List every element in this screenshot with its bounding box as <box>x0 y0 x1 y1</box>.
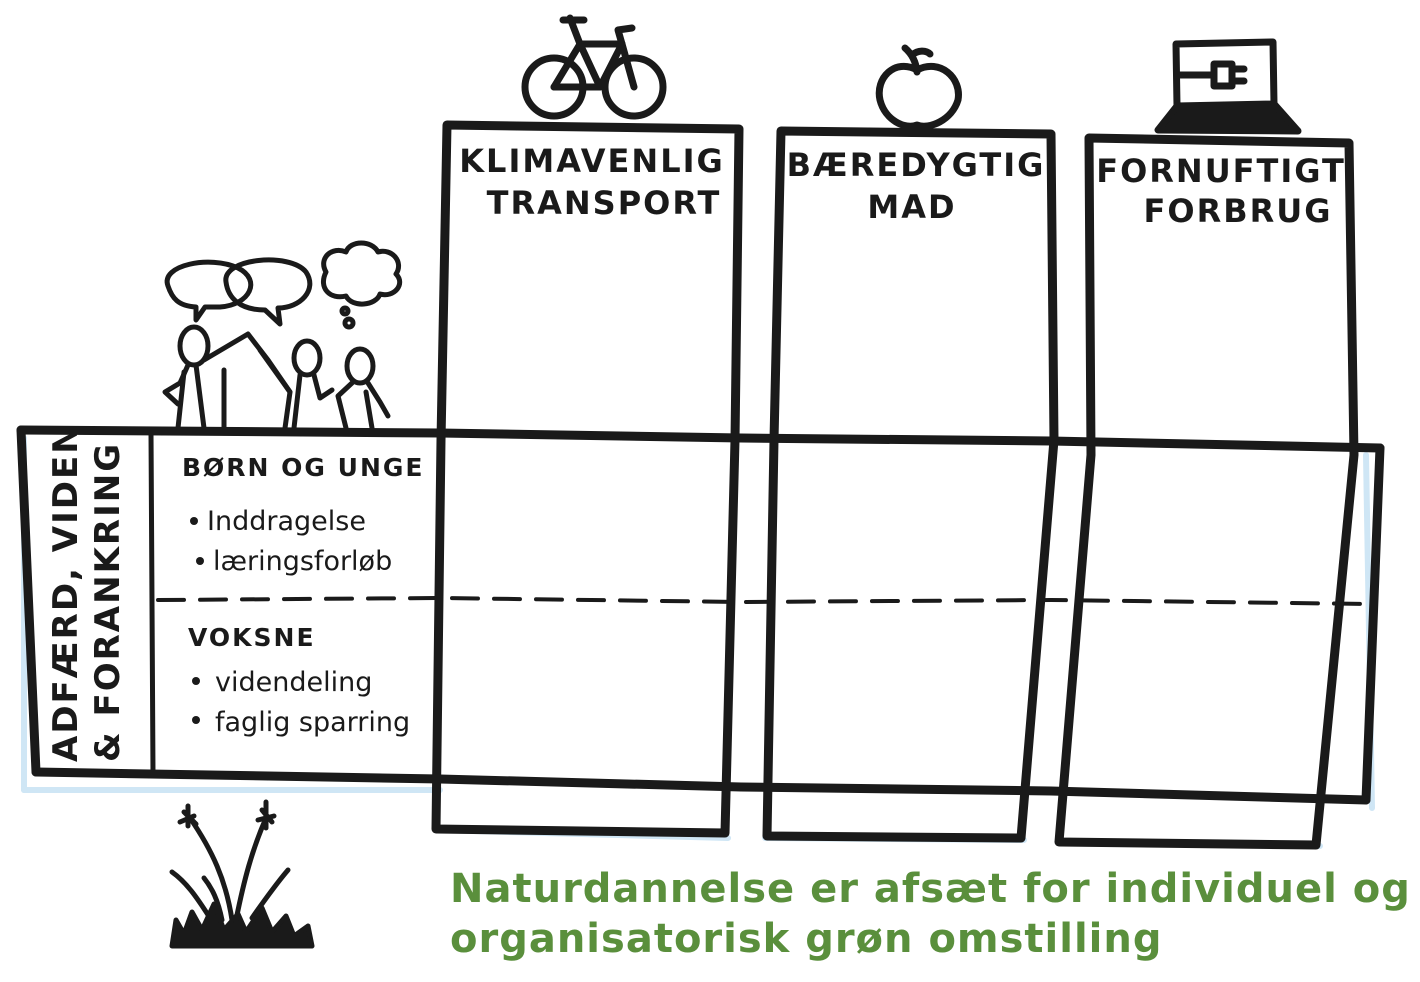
caption: Naturdannelse er afsæt for individuel og… <box>450 866 1411 962</box>
column-title-consumption-line1: FORNUFTIGT <box>1096 152 1346 190</box>
plant-icon <box>169 799 315 949</box>
column-title-transport-line2: TRANSPORT <box>487 184 722 222</box>
apple-icon <box>875 44 962 130</box>
bullet-videndeling: videndeling <box>215 667 372 698</box>
bullet-inddragelse: Inddragelse <box>207 506 366 537</box>
bullet-dot <box>192 677 200 685</box>
column-title-food-line2: MAD <box>867 188 956 226</box>
group-children: BØRN OG UNGE Inddragelse læringsforløb <box>182 453 424 577</box>
bullet-dot <box>192 716 200 724</box>
group-title-adults: VOKSNE <box>188 623 316 652</box>
dashed-separator <box>156 595 1374 606</box>
bullet-dot <box>190 517 198 525</box>
group-title-children: BØRN OG UNGE <box>182 453 424 482</box>
bicycle-icon <box>521 14 667 120</box>
horizontal-band <box>16 425 1385 805</box>
column-box-transport <box>431 120 744 838</box>
bullet-laeringsforloeb: læringsforløb <box>213 546 392 577</box>
column-boxes <box>431 120 1359 850</box>
people-talking-icon <box>162 240 403 431</box>
caption-line1: Naturdannelse er afsæt for individuel og <box>450 866 1411 912</box>
bullet-dot <box>196 557 204 565</box>
side-label-line2: & FORANKRING <box>88 442 128 762</box>
side-label: ADFÆRD, VIDEN & FORANKRING <box>46 423 128 762</box>
column-titles: KLIMAVENLIG TRANSPORT BÆREDYGTIG MAD FOR… <box>459 142 1346 230</box>
column-title-food-line1: BÆREDYGTIG <box>787 146 1046 184</box>
group-adults: VOKSNE videndeling faglig sparring <box>188 623 410 738</box>
column-title-transport-line1: KLIMAVENLIG <box>459 142 725 180</box>
bullet-faglig-sparring: faglig sparring <box>215 707 410 738</box>
laptop-plug-icon <box>1154 38 1302 135</box>
column-title-consumption-line2: FORBRUG <box>1144 192 1333 230</box>
side-label-line1: ADFÆRD, VIDEN <box>46 423 86 762</box>
column-box-food <box>762 126 1059 843</box>
caption-line2: organisatorisk grøn omstilling <box>450 916 1162 962</box>
column-box-consumption <box>1054 133 1359 850</box>
